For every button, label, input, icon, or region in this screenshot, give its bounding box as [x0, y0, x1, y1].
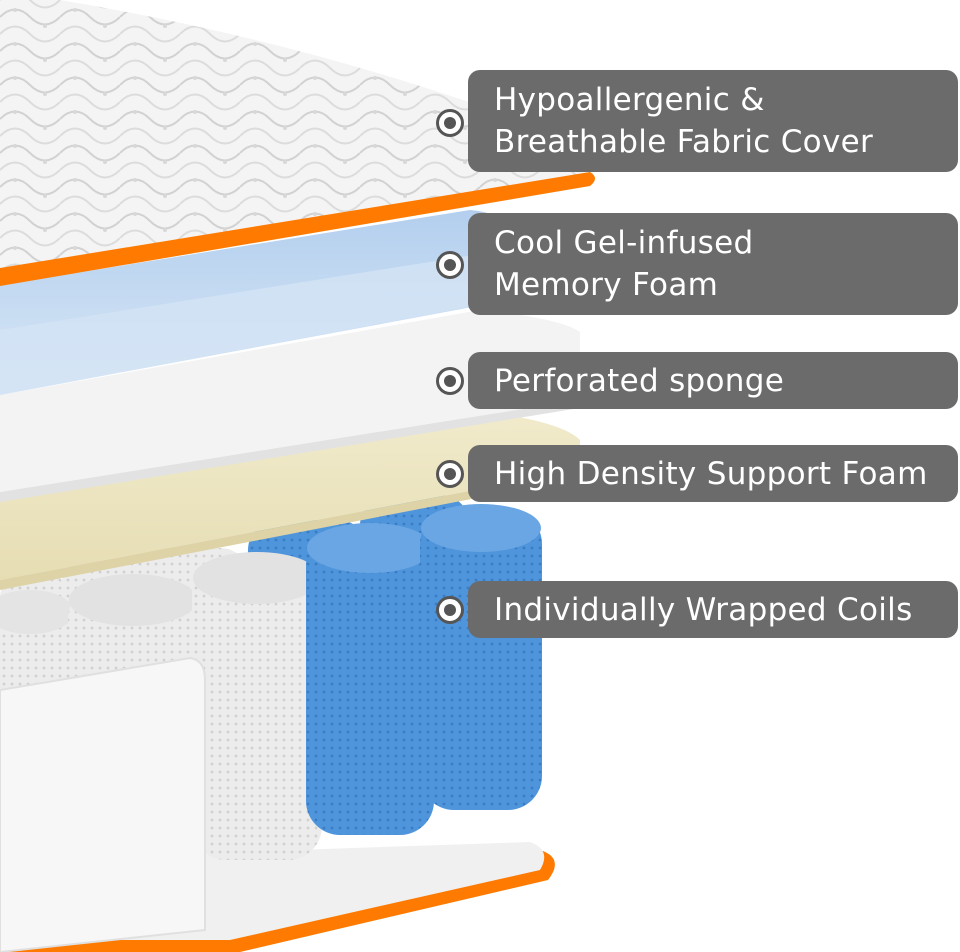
gel-foam-layer: [0, 210, 510, 395]
callout-line: Cool Gel-infused: [494, 225, 754, 261]
callout-perforated-sponge: Perforated sponge: [468, 352, 958, 409]
callout-gel-foam: Cool Gel-infused Memory Foam: [468, 213, 958, 315]
bullet-circle-icon: [436, 596, 464, 624]
bullet-circle-icon: [436, 367, 464, 395]
callout-line: Memory Foam: [494, 267, 719, 303]
wrapped-coils: [0, 495, 542, 952]
bullet-circle-icon: [436, 251, 464, 279]
callout-fabric-cover: Hypoallergenic & Breathable Fabric Cover: [468, 70, 958, 172]
callout-support-foam: High Density Support Foam: [468, 445, 958, 502]
callout-line: Individually Wrapped Coils: [494, 591, 913, 628]
bullet-circle-icon: [436, 109, 464, 137]
callout-line: Hypoallergenic &: [494, 82, 765, 118]
callout-wrapped-coils: Individually Wrapped Coils: [468, 581, 958, 638]
fabric-cover-layer: [0, 0, 595, 286]
callout-line: Perforated sponge: [494, 362, 785, 399]
bullet-circle-icon: [436, 460, 464, 488]
perforated-sponge-layer: [0, 310, 580, 502]
callout-line: Breathable Fabric Cover: [494, 124, 874, 160]
callout-line: High Density Support Foam: [494, 455, 928, 492]
support-foam-layer: [0, 410, 580, 590]
